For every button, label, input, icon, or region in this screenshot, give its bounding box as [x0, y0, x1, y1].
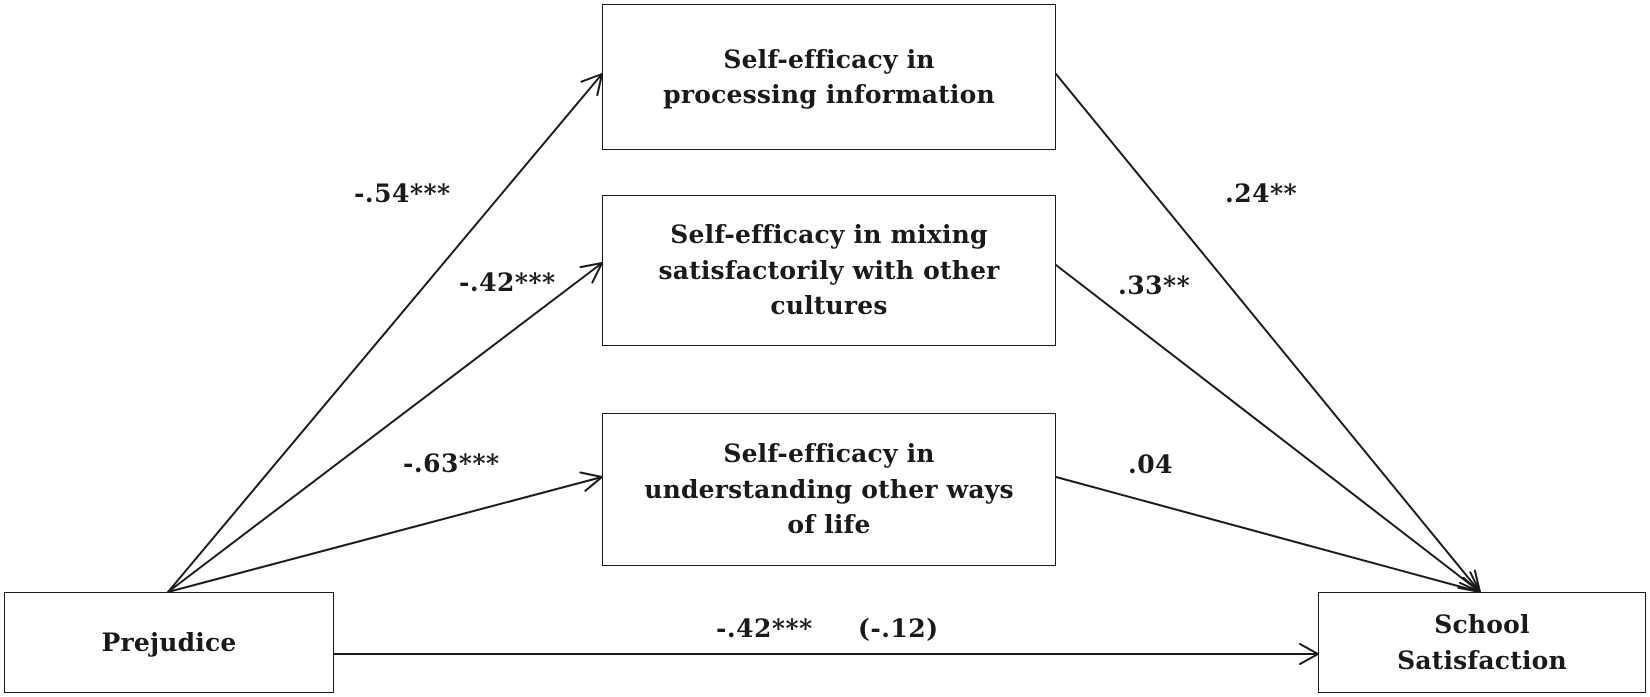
label-c-direct: (-.12)	[858, 614, 939, 643]
label-a-understanding: -.63***	[403, 449, 500, 478]
arrow-prejudice-to-mixing	[167, 262, 603, 593]
node-prejudice: Prejudice	[4, 592, 334, 693]
node-processing-information: Self-efficacy in processing information	[602, 4, 1056, 150]
node-understanding-ways-of-life: Self-efficacy in understanding other way…	[602, 413, 1056, 566]
label-a-processing: -.54***	[354, 179, 451, 208]
arrow-processing-to-satisfaction	[1055, 73, 1481, 593]
arrow-prejudice-to-processing	[167, 73, 603, 593]
label-b-understanding: .04	[1128, 450, 1173, 479]
label-a-mixing: -.42***	[459, 268, 556, 297]
node-school-satisfaction: School Satisfaction	[1318, 592, 1646, 693]
label-b-processing: .24**	[1225, 179, 1298, 208]
arrow-prejudice-to-understanding	[167, 476, 603, 593]
label-b-mixing: .33**	[1118, 271, 1191, 300]
label-c-total: -.42***	[716, 614, 813, 643]
arrow-mixing-to-satisfaction	[1055, 264, 1481, 593]
arrow-understanding-to-satisfaction	[1055, 476, 1481, 593]
node-mixing-cultures: Self-efficacy in mixing satisfactorily w…	[602, 195, 1056, 346]
